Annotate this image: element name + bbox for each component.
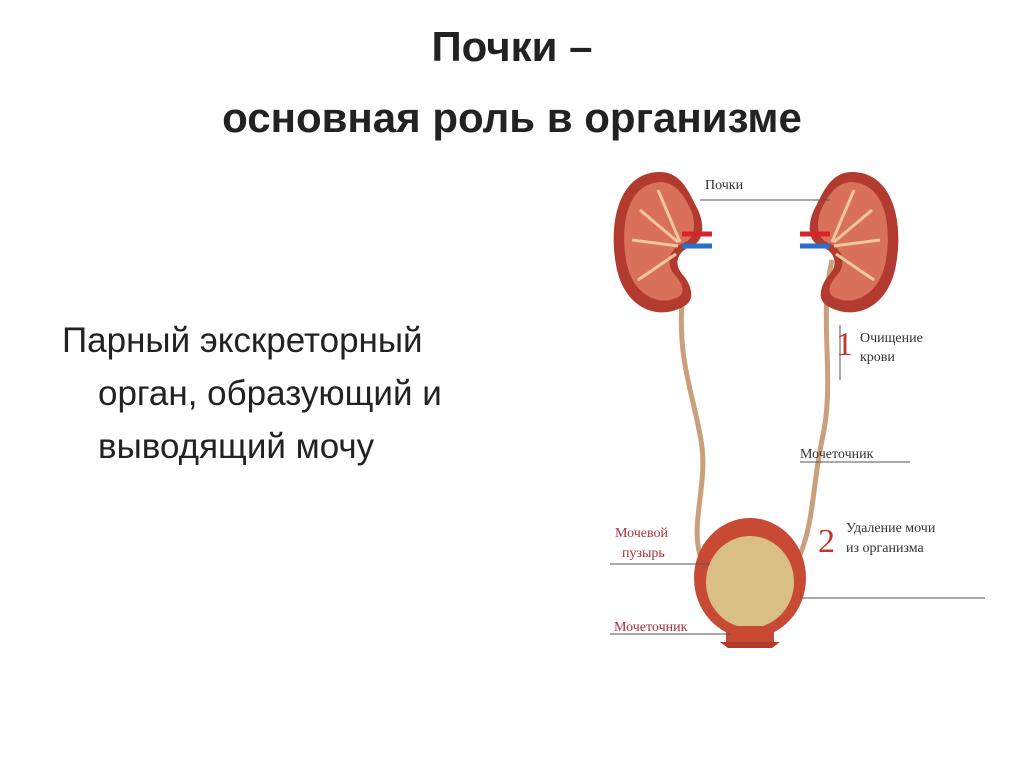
body-text: Парный экскреторный орган, образующий и … (62, 314, 542, 473)
bladder-icon (694, 518, 806, 648)
step1-number: 1 (836, 326, 853, 363)
step1-line2: крови (860, 350, 895, 365)
urethra-label: Мочеточник (614, 620, 688, 635)
left-kidney-icon (613, 172, 712, 313)
step2-number: 2 (818, 523, 835, 560)
ureter-label: Мочеточник (800, 447, 874, 462)
bladder-label-line1: Мочевой (615, 526, 668, 541)
right-kidney-icon (800, 172, 899, 313)
right-ureter (797, 259, 835, 556)
step2-line2: из организма (846, 541, 924, 556)
urinary-system-illustration (610, 172, 985, 648)
body-line-1: Парный экскреторный (62, 321, 423, 360)
slide-title-line2: основная роль в организме (222, 94, 802, 141)
step2-line1: Удаление мочи (846, 521, 936, 536)
bladder-label-line2: пузырь (622, 546, 665, 561)
body-line-2: орган, образующий и (98, 374, 442, 413)
left-ureter (678, 299, 706, 556)
slide-title-line1: Почки – (431, 23, 593, 70)
urinary-system-diagram: Почки 1 Очищение крови Мочеточник Мочево… (600, 150, 1000, 670)
step1-line1: Очищение (860, 331, 923, 346)
body-line-3: выводящий мочу (98, 427, 375, 466)
kidneys-label: Почки (705, 178, 744, 193)
